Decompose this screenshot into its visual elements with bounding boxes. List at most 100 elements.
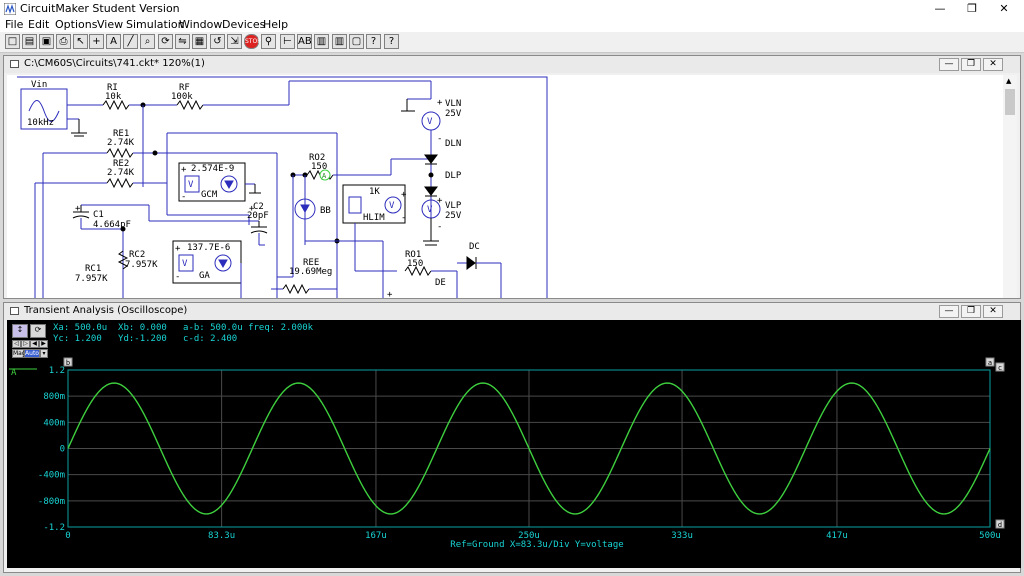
scroll-up-icon[interactable]: ▲ [1006,77,1011,85]
x-tick-label: 83.3u [208,531,235,541]
schematic-window-title: C:\CM60S\Circuits\741.ckt* 120%(1) [24,58,205,69]
ri-resistor[interactable] [103,101,129,109]
mirror-icon[interactable]: ⇋ [175,34,190,49]
schematic-close-button[interactable]: ✕ [983,58,1003,71]
cursor-b-label: b [66,359,70,367]
scope-restore-button[interactable]: ❐ [961,305,981,318]
gcm-v-label: V [188,180,194,190]
layout-icon[interactable]: ▢ [349,34,364,49]
digital-mode-icon[interactable]: ▦ [192,34,207,49]
help-icon[interactable]: ? [366,34,381,49]
menu-devices[interactable]: Devices [222,18,265,32]
menu-edit[interactable]: Edit [28,18,49,32]
ga-v-label: V [182,259,188,269]
y-tick-label: -1.2 [43,523,65,533]
menu-file[interactable]: File [5,18,23,32]
hlim-label: HLIM [363,213,385,223]
ga-plus: + [175,244,181,254]
bb-label: BB [320,206,331,216]
x-tick-label: 500u [979,531,1001,541]
schematic-vertical-scrollbar[interactable]: ▲ [1003,75,1017,298]
circuitmaker-logo-icon [4,3,16,15]
wire-tool-icon[interactable]: + [89,34,104,49]
ri-value: 10k [105,92,122,102]
y-tick-label: 1.2 [49,366,65,376]
schematic-minimize-button[interactable]: — [939,58,959,71]
re1-resistor[interactable] [107,149,133,157]
grid-icon[interactable]: ▥ [314,34,329,49]
menu-simulation[interactable]: Simulation [126,18,185,32]
hlim-value: 1K [369,187,380,197]
ree-value: 19.69Meg [289,267,332,277]
ga-label: GA [199,271,210,281]
minimize-button[interactable]: — [924,0,956,18]
scope-close-button[interactable]: ✕ [983,305,1003,318]
rf-value: 100k [171,92,193,102]
re1-value: 2.74K [107,138,135,148]
scope-footer: Ref=Ground X=83.3u/Div Y=voltage [450,540,623,550]
menu-view[interactable]: View [97,18,123,32]
new-icon[interactable]: □ [5,34,20,49]
x-tick-label: 417u [826,531,848,541]
y-tick-label: 400m [43,418,65,428]
dlp-diode[interactable] [425,187,437,195]
maximize-button[interactable]: ❐ [956,0,988,18]
ree-resistor[interactable] [283,285,309,293]
help-topic-icon[interactable]: ? [384,34,399,49]
waveform-plot[interactable]: 083.3u167u250u333u417u500u1.2800m400m0-4… [7,320,1021,568]
menu-help[interactable]: Help [263,18,288,32]
y-tick-label: 0 [60,445,65,455]
menu-bar: File Edit Options View Simulation Window… [0,18,1024,32]
cursor-d-label: d [998,521,1002,529]
rc2-value: 7.957K [125,260,158,270]
step-icon[interactable]: ⇲ [227,34,242,49]
y-tick-label: -800m [38,497,65,507]
scroll-thumb[interactable] [1005,89,1015,115]
node-plus: + [387,290,393,298]
plot-axes: 083.3u167u250u333u417u500u1.2800m400m0-4… [38,366,1001,541]
rf-resistor[interactable] [177,101,203,109]
schematic-drawing: Vin 10kHz RI 10k RF 100k RE1 2.74K RE2 2… [7,75,1007,298]
menu-options[interactable]: Options [55,18,97,32]
zoom-tool-icon[interactable]: ⌕ [140,34,155,49]
schematic-canvas[interactable]: Vin 10kHz RI 10k RF 100k RE1 2.74K RE2 2… [7,75,1007,298]
print-icon[interactable]: ⎙ [56,34,71,49]
dln-label: DLN [445,139,461,149]
dc-diode[interactable] [467,257,475,269]
gcm-plus: + [181,165,187,175]
x-tick-label: 333u [671,531,693,541]
ro1-value: 150 [407,259,423,269]
oscilloscope-display[interactable]: ↕ ⟳ ◁ ▷ ◀ ▶ Mag Auto ▾ Xa: 500.0u Xb: 0.… [7,320,1021,568]
vln-value: 25V [445,109,462,119]
text-tool-icon[interactable]: A [106,34,121,49]
trace-icon[interactable]: ⊢ [280,34,295,49]
c1-label: C1 [93,210,104,220]
reset-icon[interactable]: ↺ [210,34,225,49]
close-button[interactable]: ✕ [988,0,1020,18]
vlp-value: 25V [445,211,462,221]
probe-tool-icon[interactable]: ╱ [123,34,138,49]
probe-icon[interactable]: ⚲ [261,34,276,49]
analog-mode-icon[interactable]: AB [297,34,312,49]
oscilloscope-window-titlebar[interactable]: Transient Analysis (Oscilloscope) — ❐ ✕ [4,303,1020,320]
bus-icon[interactable]: ▥ [332,34,347,49]
open-icon[interactable]: ▤ [22,34,37,49]
stop-icon[interactable]: STOP [244,34,259,49]
re2-resistor[interactable] [107,179,133,187]
arrow-tool-icon[interactable]: ↖ [73,34,88,49]
vln-label: VLN [445,99,461,109]
trace-a-legend: A [11,368,17,378]
gcm-value: 2.574E-9 [191,164,234,174]
vlp-minus: - [437,222,442,232]
rotate-icon[interactable]: ⟳ [158,34,173,49]
dlp-label: DLP [445,171,462,181]
oscilloscope-window-title: Transient Analysis (Oscilloscope) [24,305,187,316]
hlim-plus: + [401,190,407,200]
scope-minimize-button[interactable]: — [939,305,959,318]
save-icon[interactable]: ▣ [39,34,54,49]
schematic-restore-button[interactable]: ❐ [961,58,981,71]
rc2-label: RC2 [129,250,145,260]
schematic-window-titlebar[interactable]: C:\CM60S\Circuits\741.ckt* 120%(1) — ❐ ✕ [4,56,1020,73]
menu-window[interactable]: Window [179,18,222,32]
toolbar: □▤▣⎙↖+A╱⌕⟳⇋▦↺⇲STOP⚲⊢AB▥▥▢?? [0,32,1024,53]
